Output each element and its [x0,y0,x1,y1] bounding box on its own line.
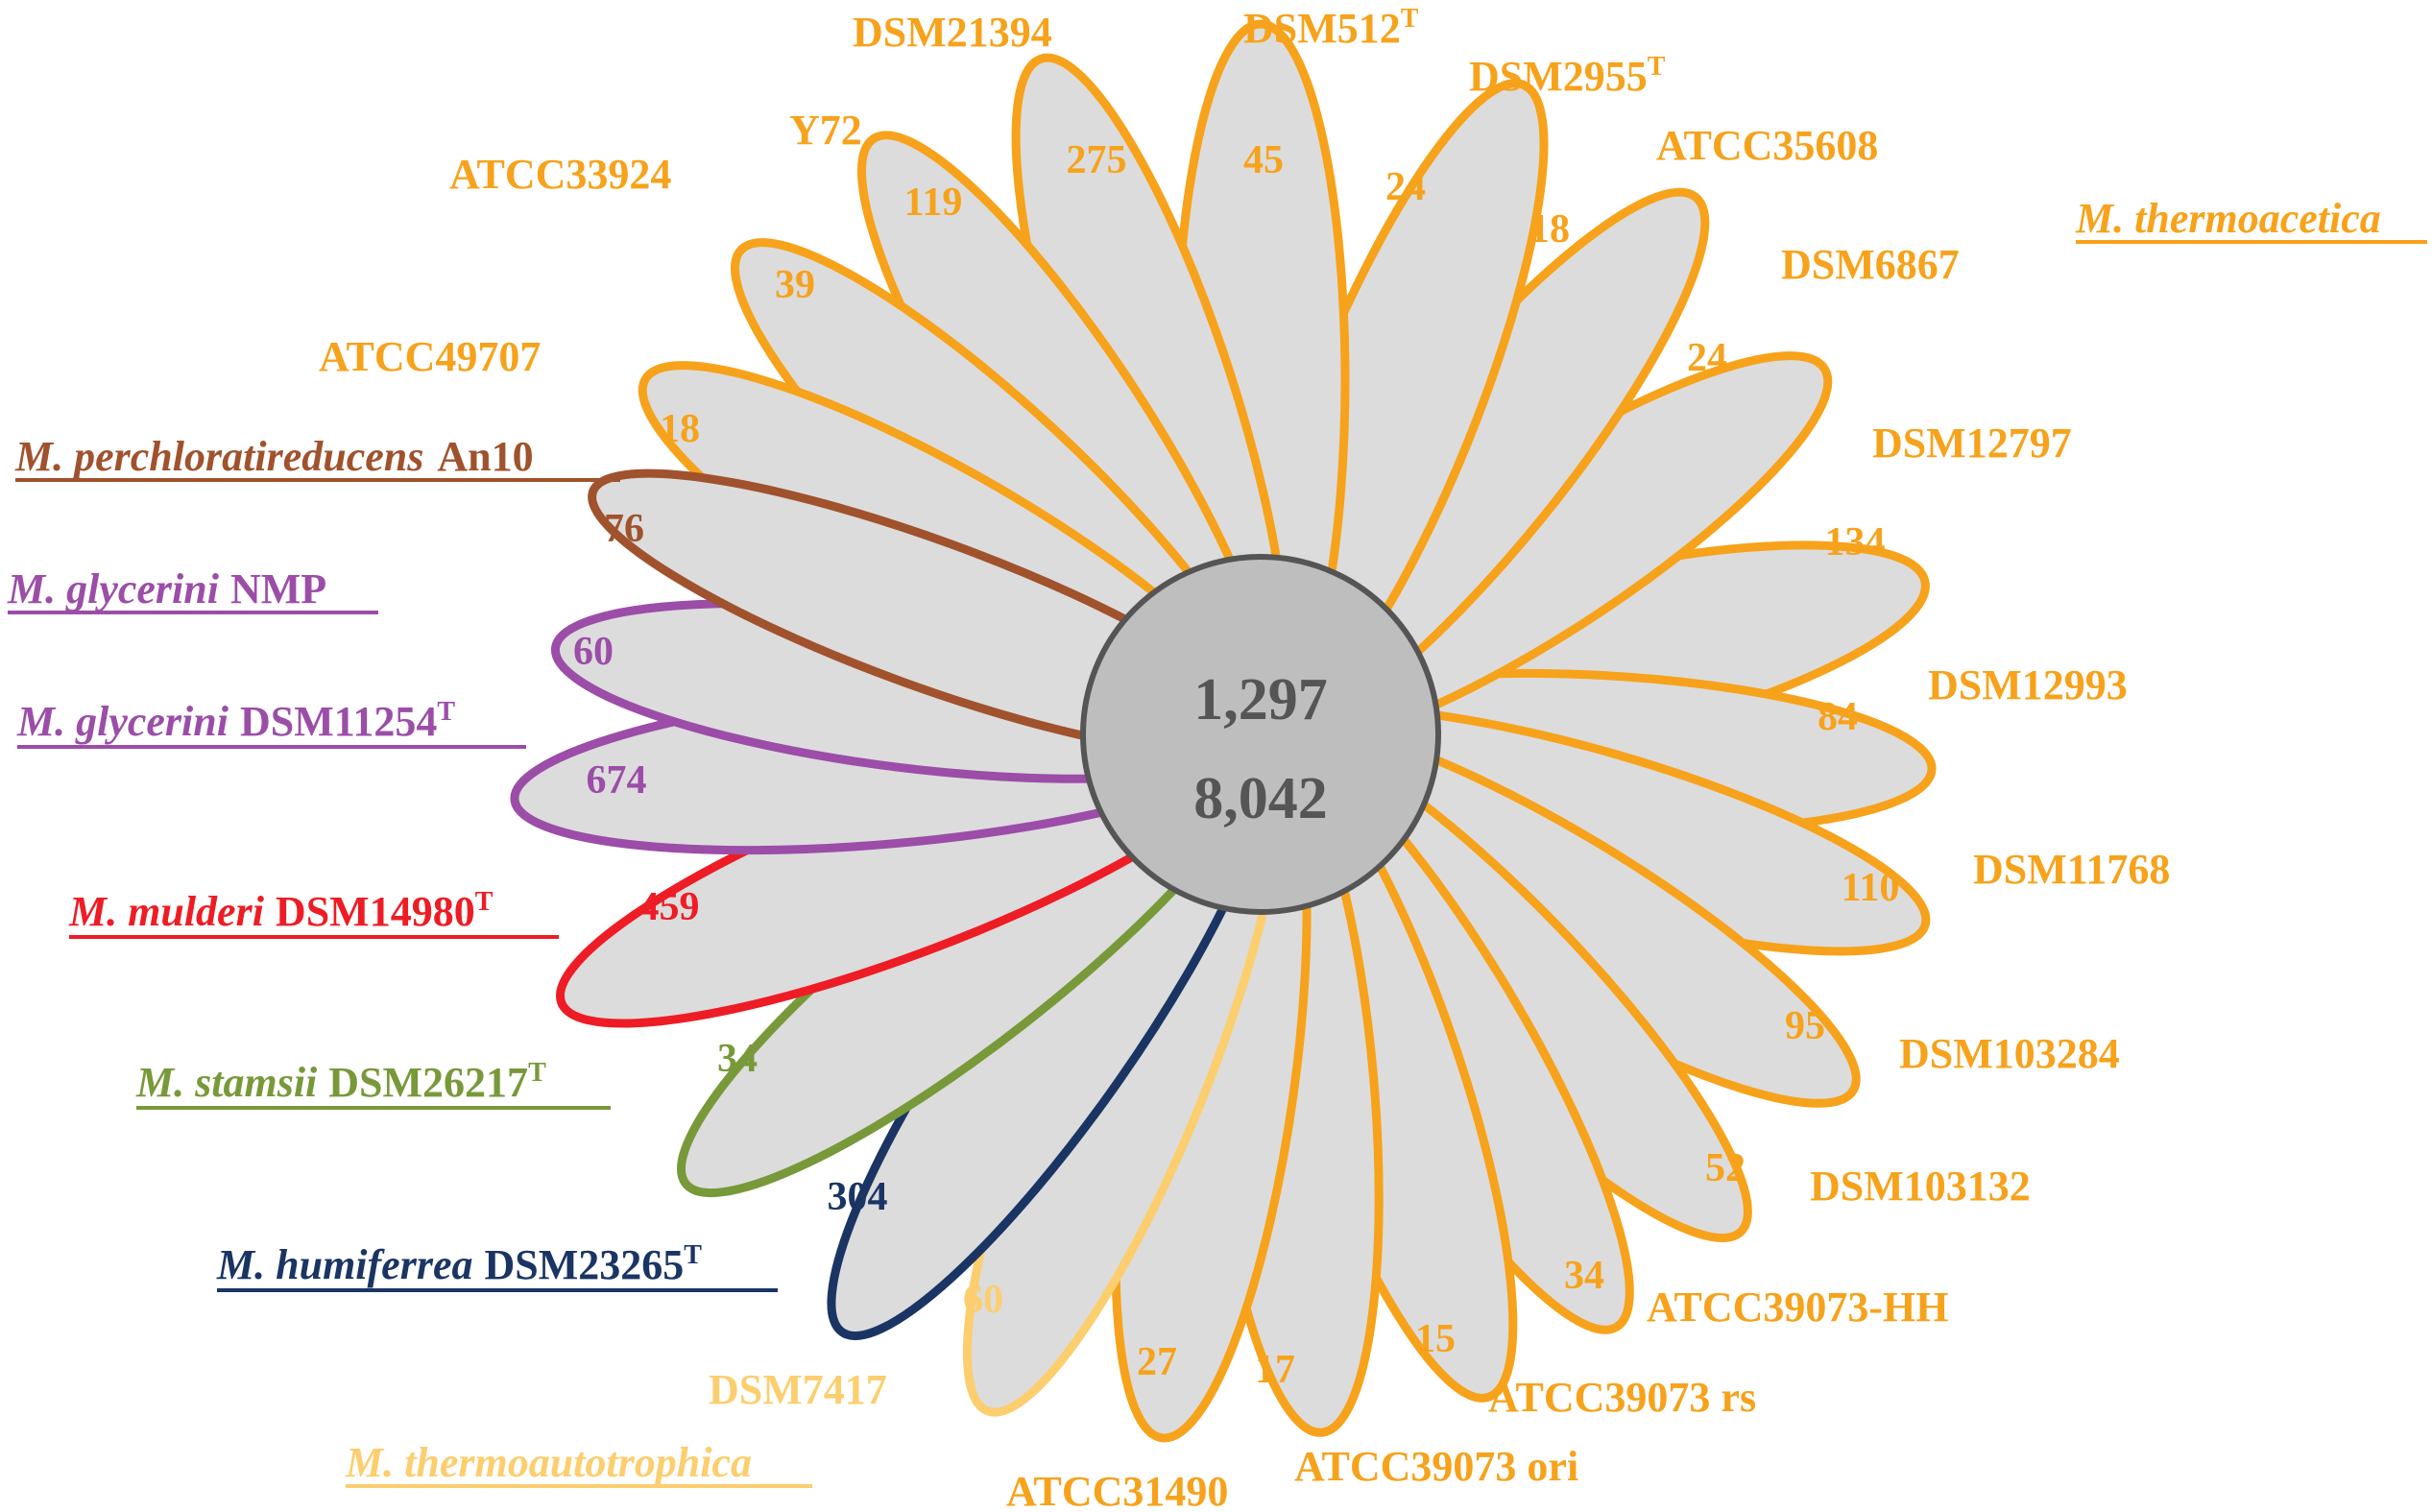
strain-label-dsm7417: DSM7417 [709,1366,887,1413]
petal-count-mulderi: 459 [639,885,700,929]
petal-count-stamsii: 34 [717,1037,758,1081]
strain-label-atcc39073ori: ATCC39073 ori [1294,1443,1578,1490]
petal-count-dsm12797: 134 [1825,520,1886,564]
core-circle [1080,554,1441,915]
pan-count: 8,042 [1193,766,1328,831]
core-count: 1,297 [1193,667,1328,732]
petal-count-dsm512: 45 [1243,138,1284,182]
strain-label-dsm6867: DSM6867 [1781,241,1960,288]
petal-count-atcc33924: 39 [775,263,815,307]
petal-count-dsm12993: 84 [1818,695,1858,739]
petal-count-glycerini-dsm: 674 [587,758,647,803]
strain-label-y72: Y72 [789,107,862,154]
petal-count-dsm2955: 24 [1385,165,1426,209]
strain-label-atcc39073rs: ATCC39073 rs [1488,1374,1756,1421]
petal-count-dsm21394: 275 [1067,138,1127,182]
strain-label-dsm11768: DSM11768 [1973,846,2170,893]
strain-label-atcc31490: ATCC31490 [1006,1468,1228,1512]
petal-count-atcc39073hh: 34 [1564,1254,1604,1298]
petal-count-perchloratireducens: 76 [604,507,644,551]
strain-label-dsm2955: DSM2955T [1469,52,1666,100]
petal-count-atcc35608: 18 [1529,207,1570,252]
petal-count-glycerini-nmp: 60 [573,630,614,674]
petal-count-dsm11768: 110 [1842,866,1900,910]
strain-label-dsm21394: DSM21394 [853,9,1052,56]
strain-label-atcc49707: ATCC49707 [319,333,541,380]
petal-count-humiferrea: 304 [828,1175,888,1219]
petal-count-atcc39073ori: 17 [1255,1348,1295,1392]
strain-label-dsm12797: DSM12797 [1872,420,2072,467]
species-label-thermoacetica: M. thermoacetica [2075,195,2381,242]
strain-label-dsm103132: DSM103132 [1810,1163,2031,1210]
petal-count-atcc31490: 27 [1137,1340,1177,1384]
strain-label-dsm512: DSM512T [1243,4,1419,52]
strain-label-atcc35608: ATCC35608 [1656,122,1878,169]
petal-count-dsm103132: 52 [1705,1146,1746,1190]
strain-label-dsm103284: DSM103284 [1899,1030,2120,1077]
petal-count-y72: 119 [904,180,963,225]
petal-count-atcc39073rs: 15 [1415,1317,1456,1361]
strain-label-atcc33924: ATCC33924 [449,151,671,198]
petal-count-dsm7417: 60 [963,1278,1003,1322]
petal-count-atcc49707: 18 [660,407,700,451]
petal-count-dsm6867: 24 [1687,336,1727,380]
strain-label-dsm12993: DSM12993 [1928,661,2128,708]
species-label-thermoautotrophica: M. thermoautotrophica [345,1439,752,1486]
strain-label-atcc39073hh: ATCC39073-HH [1647,1284,1949,1331]
petal-count-dsm103284: 95 [1785,1004,1825,1048]
